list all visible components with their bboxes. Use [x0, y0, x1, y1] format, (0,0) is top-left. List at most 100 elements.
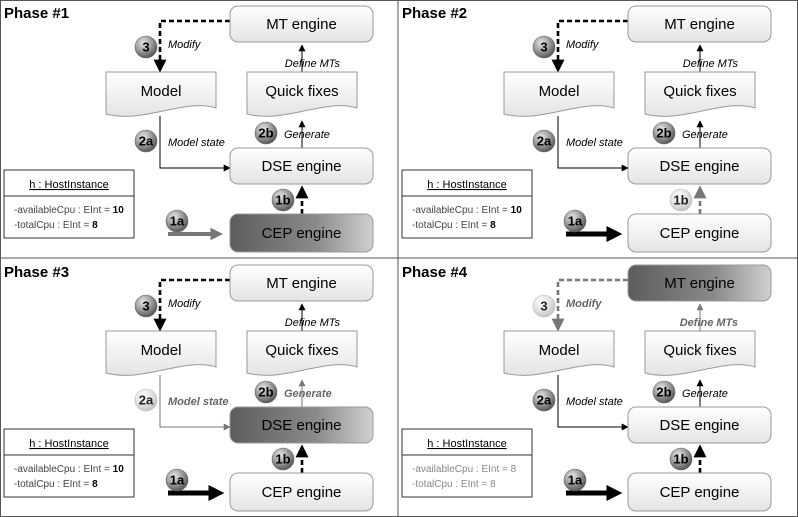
step-1a-badge-label: 1a: [170, 473, 185, 488]
step-3-badge: 3: [134, 294, 158, 318]
mt-engine-box: [229, 5, 374, 43]
step-2b-badge-label: 2b: [258, 126, 273, 141]
step-2b-badge-circle: [254, 380, 278, 404]
step-2b-badge-circle: [652, 121, 676, 145]
quick-fixes-doc-shape: [246, 330, 358, 376]
cep-engine-box: [627, 213, 772, 253]
available-cpu-attr: -availableCpu : EInt = 10: [14, 205, 124, 216]
total-cpu-attr: -totalCpu : EInt = 8: [412, 479, 496, 490]
step-1b-badge-label: 1b: [275, 193, 290, 208]
quick-fixes-doc-label: Quick fixes: [265, 83, 338, 100]
dse-engine-label: DSE engine: [261, 417, 341, 434]
dse-engine-box: [627, 406, 772, 444]
step-1b-badge-circle: [669, 447, 693, 471]
mt-engine: MT engine: [229, 5, 374, 43]
mt-engine-label: MT engine: [266, 275, 337, 292]
step-3-badge: 3: [532, 35, 556, 59]
step-1a-badge-label: 1a: [568, 473, 583, 488]
step-2a-badge-label: 2a: [139, 134, 154, 149]
model-doc: Model: [105, 330, 217, 376]
step-2b-badge-circle: [254, 121, 278, 145]
host-instance-box: h : HostInstance-availableCpu : EInt = 1…: [401, 169, 533, 239]
host-instance-frame: [401, 169, 533, 239]
quick-fixes-doc-shape: [246, 71, 358, 117]
model-state-label: Model state: [566, 396, 623, 408]
model-doc-label: Model: [539, 83, 580, 100]
model-doc-label: Model: [539, 342, 580, 359]
model-state-label: Model state: [566, 137, 623, 149]
quick-fixes-doc-shape: [644, 330, 756, 376]
model-doc: Model: [503, 71, 615, 117]
host-instance-title: h : HostInstance: [29, 438, 109, 450]
host-instance-frame: [3, 428, 135, 498]
model-state-label: Model state: [168, 396, 229, 408]
mt-engine-label: MT engine: [266, 16, 337, 33]
mt-engine-box: [627, 5, 772, 43]
cep-engine-label: CEP engine: [660, 484, 740, 501]
host-instance-frame: [3, 169, 135, 239]
step-1a-badge-label: 1a: [170, 214, 185, 229]
dse-engine-label: DSE engine: [261, 158, 341, 175]
cep-engine: CEP engine: [627, 213, 772, 253]
generate-label: Generate: [682, 388, 728, 400]
available-cpu-attr: -availableCpu : EInt = 8: [412, 464, 517, 475]
generate-label: Generate: [284, 388, 332, 400]
step-2b-badge: 2b: [652, 380, 676, 404]
host-instance-title: h : HostInstance: [29, 179, 109, 191]
dse-engine-box: [229, 406, 374, 444]
phase-title: Phase #2: [402, 5, 467, 22]
host-instance-box: h : HostInstance -availableCpu : EInt = 1…: [3, 169, 135, 239]
step-2a-badge-circle: [532, 388, 556, 412]
step-1a-badge: 1a: [563, 468, 587, 492]
step-2a-badge: 2a: [532, 129, 556, 153]
step-2a-badge: 2a: [134, 129, 158, 153]
step-3-badge-label: 3: [142, 40, 149, 55]
modify-label: Modify: [168, 298, 202, 310]
cep-engine-box: [229, 213, 374, 253]
step-3-badge-circle: [532, 35, 556, 59]
model-state-label: Model state: [168, 137, 225, 149]
step-1b-badge-label: 1b: [275, 452, 290, 467]
modify-label: Modify: [566, 298, 602, 310]
step-2a-badge: 2a: [532, 388, 556, 412]
model-doc-shape: [503, 71, 615, 117]
host-instance-box: h : HostInstance -availableCpu : EInt = 1…: [3, 428, 135, 498]
mt-engine-box: [627, 264, 772, 302]
phase-title: Phase #3: [4, 264, 69, 281]
mt-engine-box: [229, 264, 374, 302]
step-2a-badge: 2a: [134, 388, 158, 412]
mt-engine: MT engine: [627, 264, 772, 302]
host-instance-box: h : HostInstance-availableCpu : EInt = 8…: [401, 428, 533, 498]
total-cpu-attr: -totalCpu : EInt = 8: [412, 220, 496, 231]
quick-fixes-doc-shape: [644, 71, 756, 117]
model-doc: Model: [503, 330, 615, 376]
step-2b-badge: 2b: [254, 380, 278, 404]
mt-engine-label: MT engine: [664, 275, 735, 292]
step-1b-badge-label: 1b: [673, 193, 688, 208]
step-3-badge-circle: [532, 294, 556, 318]
available-cpu-attr: -availableCpu : EInt = 10: [14, 464, 124, 475]
mt-engine-label: MT engine: [664, 16, 735, 33]
model-doc-label: Model: [141, 342, 182, 359]
step-2b-badge-label: 2b: [656, 385, 671, 400]
step-3-badge-circle: [134, 35, 158, 59]
define-mts-label: Define MTs: [683, 58, 739, 70]
model-state-arrow: [557, 116, 629, 172]
dse-engine: DSE engine: [229, 147, 374, 185]
step-1a-badge-circle: [165, 209, 189, 233]
define-mts-label: Define MTs: [285, 317, 341, 329]
step-1b-badge: 1b: [271, 447, 295, 471]
phase-title: Phase #4: [402, 264, 468, 281]
host-instance-frame: [401, 428, 533, 498]
available-cpu-value: 10: [113, 205, 125, 216]
step-1b-badge-circle: [669, 188, 693, 212]
step-1b-badge: 1b: [271, 188, 295, 212]
step-2a-badge-circle: [532, 129, 556, 153]
step-2a-badge-circle: [134, 129, 158, 153]
generate-label: Generate: [284, 129, 330, 141]
dse-engine: DSE engine: [627, 406, 772, 444]
